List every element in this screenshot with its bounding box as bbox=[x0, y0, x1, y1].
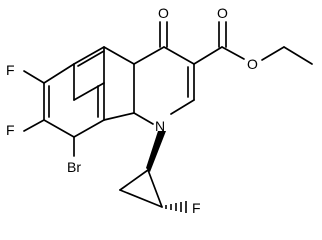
atom-label-o-ester: O bbox=[247, 56, 258, 72]
atom-label-o-ketone: O bbox=[158, 5, 169, 21]
atom-label-f6: F bbox=[6, 62, 15, 78]
molecule-diagram: O O O F F Br N F bbox=[6, 5, 313, 216]
atom-label-f-cyclopropyl: F bbox=[192, 200, 201, 216]
structure-svg: O O O F F Br N F bbox=[6, 5, 313, 216]
hashed-bond bbox=[165, 201, 187, 213]
atom-label-f7: F bbox=[6, 122, 15, 138]
atom-label-o-carbonyl: O bbox=[217, 5, 228, 21]
substituent-bonds bbox=[23, 70, 75, 157]
ring-bonds bbox=[43, 46, 195, 138]
ester-bonds bbox=[193, 21, 313, 65]
ketone-bond bbox=[159, 21, 168, 48]
cyclopropyl-group bbox=[119, 131, 187, 213]
wedge-bond bbox=[146, 131, 166, 172]
atom-label-n1: N bbox=[155, 118, 165, 134]
atom-label-br8: Br bbox=[67, 159, 81, 175]
